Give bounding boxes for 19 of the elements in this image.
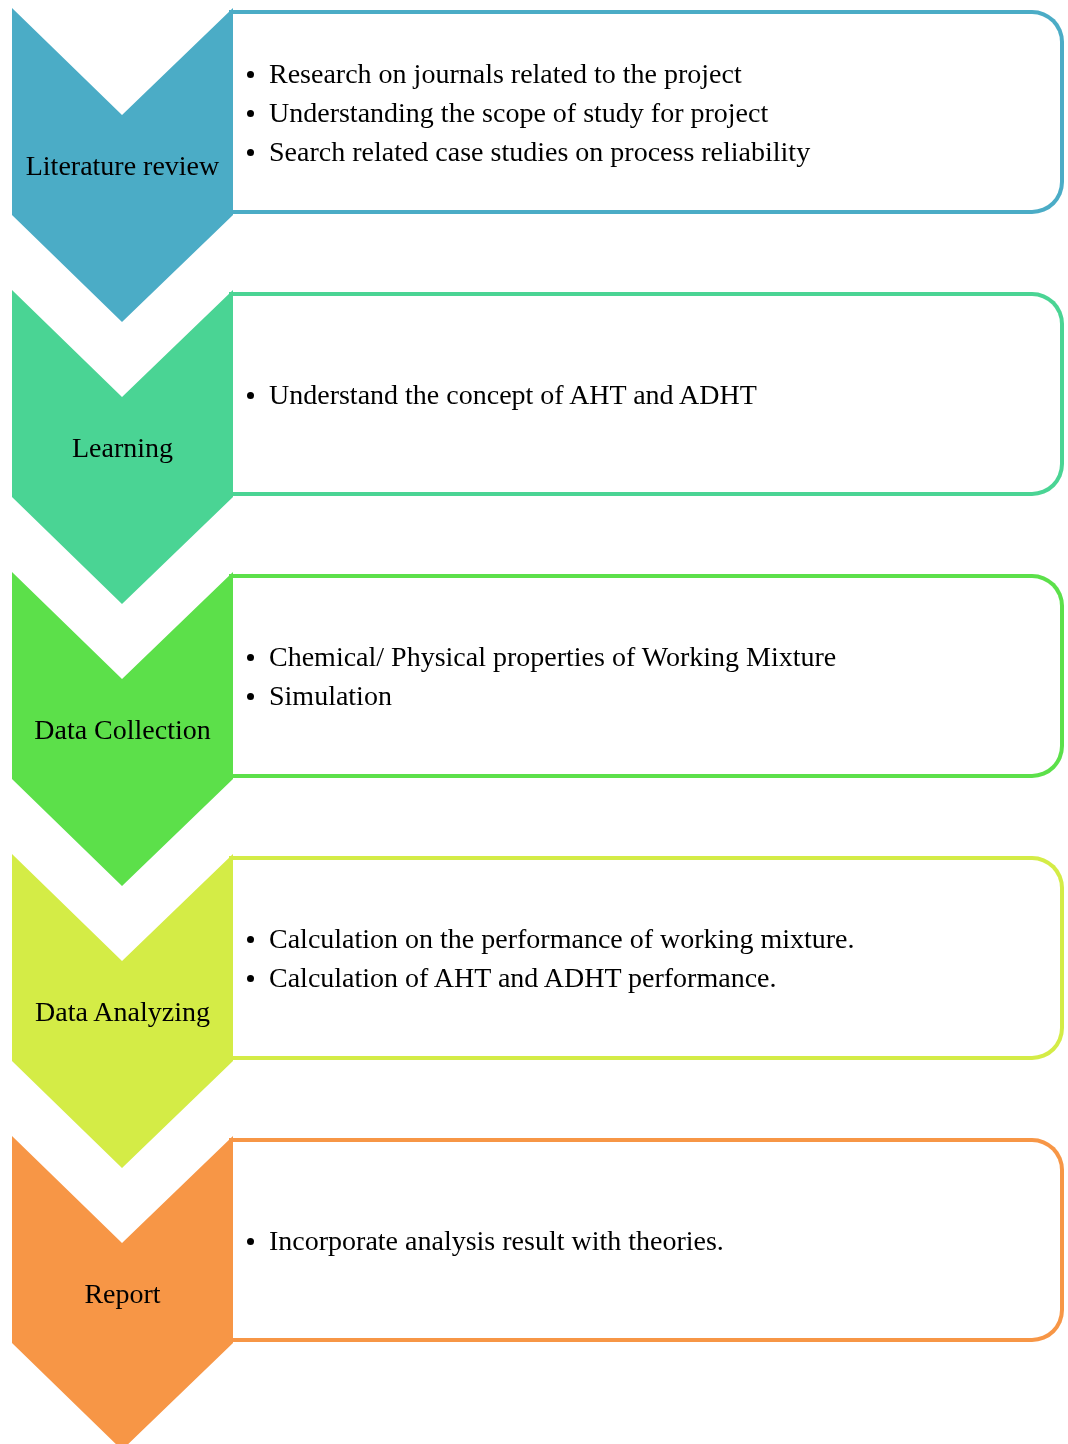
bullet-item: Incorporate analysis result with theories. [269,1220,1060,1260]
step-box [229,292,1064,496]
bullet-item: Calculation on the performance of working mixture. [269,919,1060,958]
bullet-item: Understanding the scope of study for project [269,92,1060,132]
bullet-item: Understand the concept of AHT and ADHT [269,374,1060,414]
step-box [229,574,1064,778]
step-box [229,1138,1064,1342]
step-box [229,10,1064,214]
bullet-item: Calculation of AHT and ADHT performance. [269,958,1060,997]
bullet-item: Research on journals related to the project [269,53,1060,93]
step-box [229,856,1064,1060]
step-label: Literature review [24,148,221,182]
bullet-item: Chemical/ Physical properties of Working Mixture [269,637,1060,676]
bullet-item: Search related case studies on process reliability [269,131,1060,171]
step-label: Data Analyzing [34,994,211,1028]
step-label: Report [83,1276,162,1310]
step-label: Data Collection [33,712,212,746]
bullet-item: Simulation [269,676,1060,715]
step-label: Learning [70,430,175,464]
